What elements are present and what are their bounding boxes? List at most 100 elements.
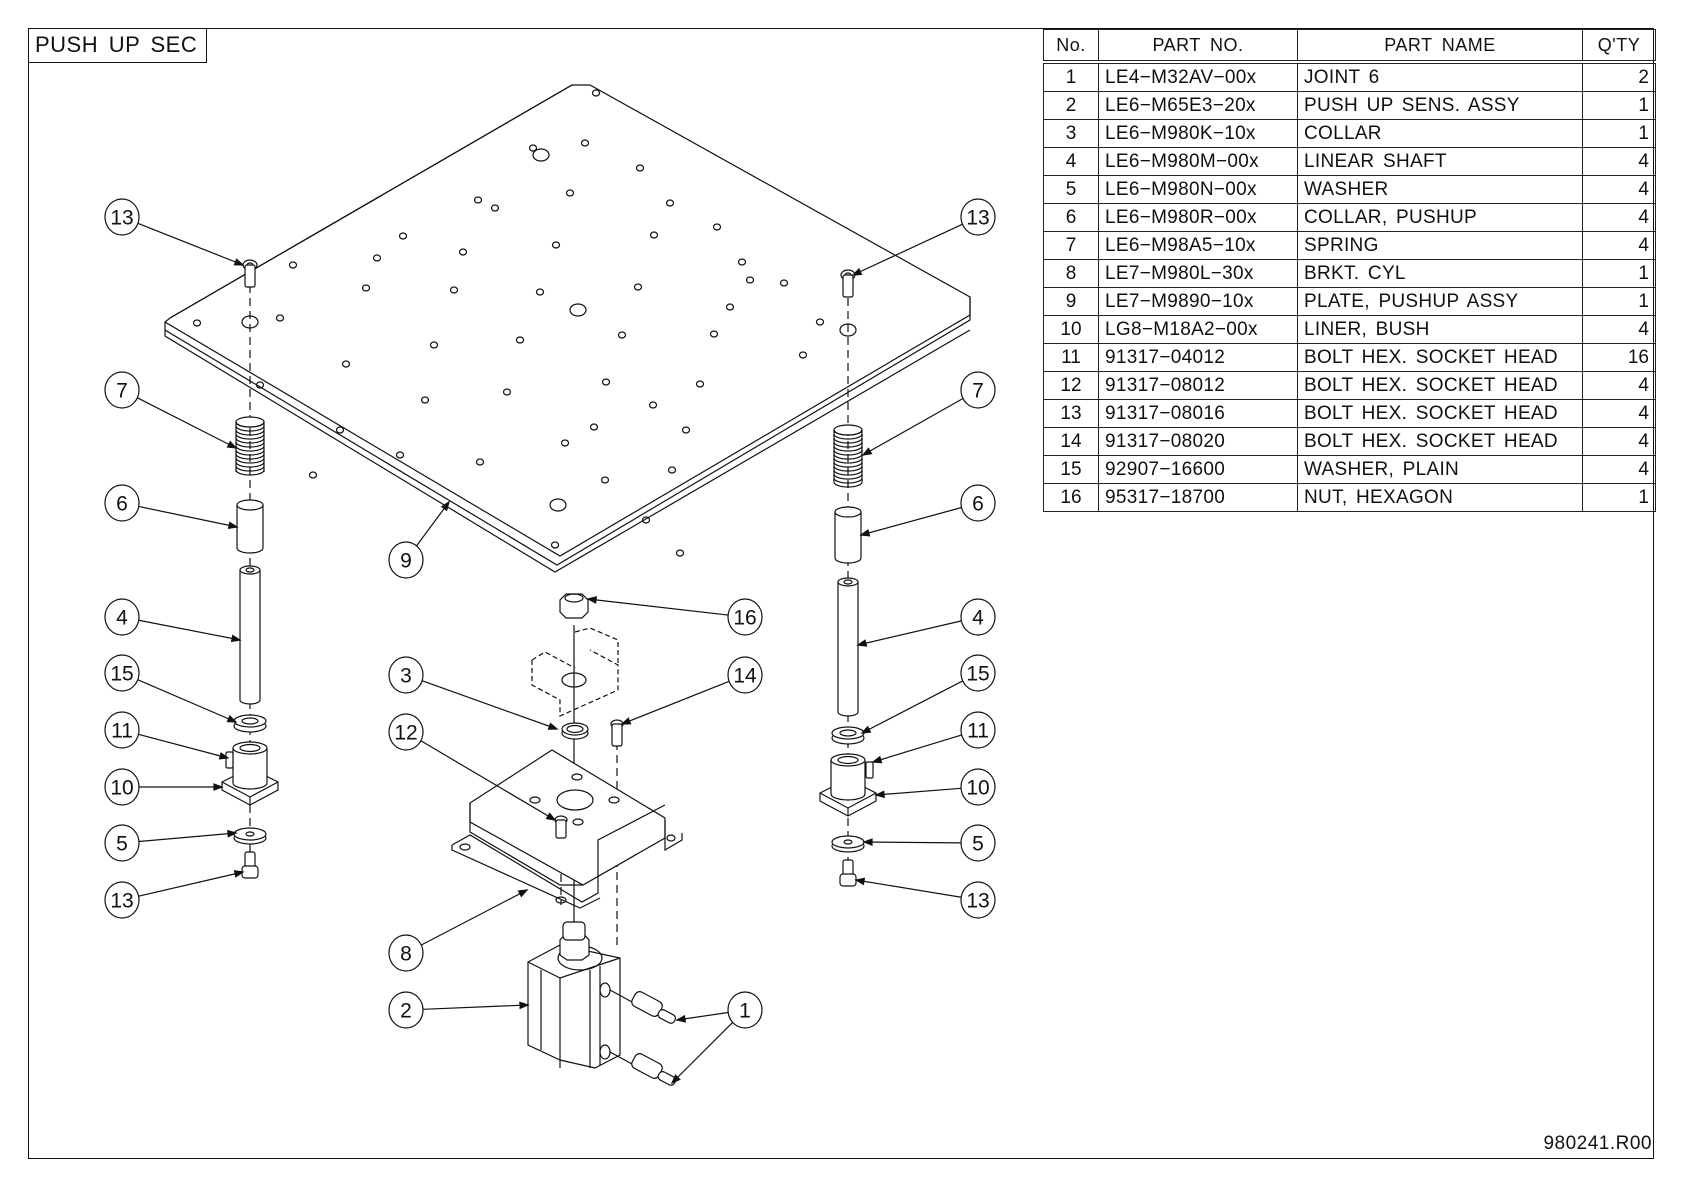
callout-balloon [105, 199, 139, 235]
callout-number: 13 [966, 207, 989, 230]
cell-part-name: JOINT 6 [1297, 61, 1583, 92]
leader-arrowhead [856, 878, 864, 884]
plate-hole [650, 402, 657, 408]
plate-hole [714, 224, 721, 230]
cell-part-no: LE7−M9890−10x [1098, 287, 1298, 316]
cell-qty: 4 [1582, 175, 1656, 204]
plate-hole [667, 200, 674, 206]
cell-part-name: BRKT. CYL [1297, 259, 1583, 288]
callout-number: 8 [400, 943, 412, 966]
cell-no: 8 [1043, 259, 1099, 288]
leader-line [422, 681, 557, 729]
callout-number: 10 [966, 777, 989, 800]
callout-balloon [961, 485, 995, 521]
callout-balloon [105, 599, 139, 635]
cell-no: 15 [1043, 455, 1099, 484]
cell-part-no: LE6−M98A5−10x [1098, 231, 1298, 260]
cell-qty: 1 [1582, 483, 1656, 512]
cell-part-no: LE6−M980M−00x [1098, 147, 1298, 176]
callout-balloon [961, 599, 995, 635]
leader-arrowhead [219, 753, 228, 759]
plate-hole [374, 255, 381, 261]
leader-line [421, 741, 555, 820]
cell-part-no: 91317−08016 [1098, 399, 1298, 428]
callout-balloon [105, 372, 139, 408]
plate-hole [817, 319, 824, 325]
center-cylinder-assembly [451, 594, 683, 1087]
plate-hole [635, 284, 642, 290]
left-guide-stack [222, 260, 278, 880]
callout-balloon [961, 372, 995, 408]
plate-hole [711, 331, 718, 337]
callout-balloon [389, 542, 423, 578]
plate-hole [800, 352, 807, 358]
callout-balloon [961, 199, 995, 235]
callout-balloon [961, 769, 995, 805]
leader-arrowhead [672, 1075, 680, 1083]
callout-number: 16 [733, 607, 756, 630]
callout-number: 11 [967, 720, 989, 743]
callout-number: 6 [116, 493, 128, 516]
leader-line [672, 1022, 733, 1083]
cell-part-name: PUSH UP SENS. ASSY [1297, 91, 1583, 120]
cell-no: 2 [1043, 91, 1099, 120]
plate-hole [637, 165, 644, 171]
callout-balloon [389, 935, 423, 971]
plate-hole [591, 424, 598, 430]
cell-part-name: BOLT HEX. SOCKET HEAD [1297, 343, 1583, 372]
leader-line [873, 735, 962, 762]
cell-no: 3 [1043, 119, 1099, 148]
cell-part-name: NUT, HEXAGON [1297, 483, 1583, 512]
leader-line [853, 224, 963, 275]
callout-balloon [961, 655, 995, 691]
leader-arrowhead [853, 269, 862, 275]
plate-hole [683, 427, 690, 433]
cell-no: 11 [1043, 343, 1099, 372]
cell-part-no: 91317−04012 [1098, 343, 1298, 372]
cell-no: 9 [1043, 287, 1099, 316]
leader-line [677, 1012, 728, 1020]
callout-balloon [389, 657, 423, 693]
leader-arrowhead [229, 522, 237, 528]
plate-hole [727, 304, 734, 310]
cell-no: 7 [1043, 231, 1099, 260]
cell-qty: 4 [1582, 315, 1656, 344]
plate-hole [337, 427, 344, 433]
right-guide-stack [820, 270, 876, 886]
callout-balloon [389, 992, 423, 1028]
cell-part-no: LE6−M65E3−20x [1098, 91, 1298, 120]
plate-hole [400, 233, 407, 239]
cell-no: 12 [1043, 371, 1099, 400]
cell-part-no: 95317−18700 [1098, 483, 1298, 512]
leader-line [139, 833, 236, 842]
callout-number: 1 [739, 1000, 751, 1023]
cell-part-no: LE4−M32AV−00x [1098, 61, 1298, 92]
callout-number: 5 [116, 833, 128, 856]
cell-no: 6 [1043, 203, 1099, 232]
leader-line [864, 842, 961, 843]
leader-arrowhead [622, 718, 631, 724]
callout-number: 7 [116, 380, 128, 403]
leader-line [138, 680, 236, 722]
callout-number: 4 [972, 607, 984, 630]
callout-number: 13 [110, 207, 133, 230]
plate-hole [530, 145, 537, 151]
leader-line [862, 681, 963, 733]
spring-left [236, 417, 264, 475]
plate-hole [460, 249, 467, 255]
leader-line [138, 734, 228, 758]
callout-number: 3 [400, 665, 412, 688]
cell-part-no: LE6−M980K−10x [1098, 119, 1298, 148]
leader-arrowhead [864, 839, 872, 845]
cell-part-name: BOLT HEX. SOCKET HEAD [1297, 427, 1583, 456]
plate-hole [697, 381, 704, 387]
leader-arrowhead [876, 791, 884, 797]
callout-number: 9 [400, 550, 412, 573]
